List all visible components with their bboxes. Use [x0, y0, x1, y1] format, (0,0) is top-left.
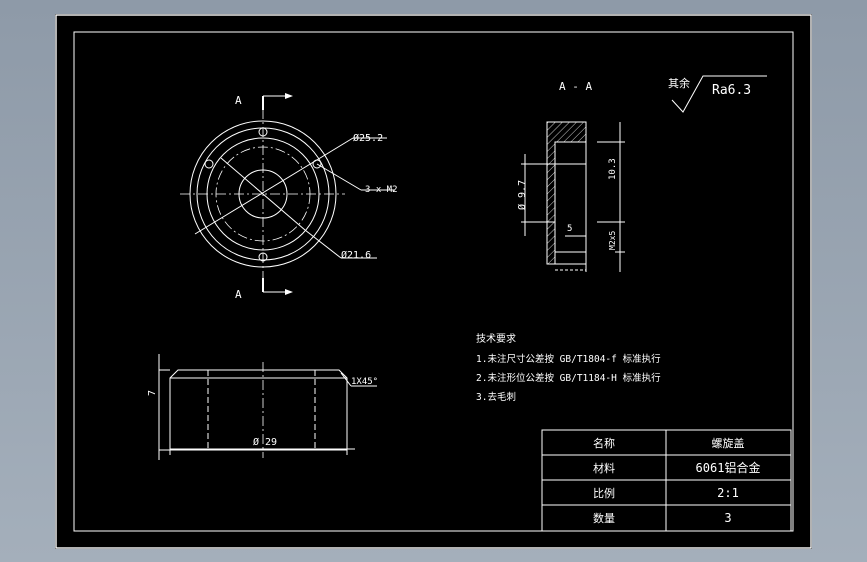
- inner-diameter-dim: Ø21.6: [341, 249, 371, 261]
- step-dim: 5: [567, 224, 572, 234]
- inner-border: [73, 31, 794, 532]
- section-label-top: A: [235, 94, 242, 107]
- chamfer-dim: 1X45°: [351, 377, 378, 387]
- title-label-quantity: 数量: [593, 512, 615, 525]
- outer-border: [55, 14, 812, 549]
- hole-callout: 3 x M2: [365, 185, 398, 195]
- roughness-value: Ra6.3: [712, 83, 751, 98]
- base-diameter-dim: Ø 29: [253, 436, 277, 448]
- title-block: [541, 429, 792, 532]
- title-value-quantity: 3: [724, 511, 731, 525]
- drawing-canvas: A A Ø25.2 Ø21.6 3 x M2 A - A Ø 9.7 10.3 …: [55, 14, 812, 549]
- tech-item-3: 3.去毛刺: [476, 391, 516, 403]
- title-value-name: 螺旋盖: [712, 436, 745, 450]
- title-label-name: 名称: [593, 436, 615, 450]
- tech-title: 技术要求: [476, 332, 516, 345]
- title-value-material: 6061铝合金: [696, 460, 761, 475]
- title-value-scale: 2:1: [717, 486, 739, 500]
- title-label-material: 材料: [593, 461, 615, 475]
- section-view: [521, 121, 625, 272]
- front-view: [180, 93, 395, 295]
- drawing-sheet: A A Ø25.2 Ø21.6 3 x M2 A - A Ø 9.7 10.3 …: [55, 14, 812, 549]
- roughness-prefix: 其余: [668, 76, 690, 90]
- side-view: [158, 354, 377, 460]
- title-label-scale: 比例: [593, 486, 615, 500]
- tech-item-1: 1.未注尺寸公差按 GB/T1804-f 标准执行: [476, 353, 661, 365]
- section-title: A - A: [559, 80, 592, 93]
- outer-diameter-dim: Ø25.2: [353, 132, 383, 144]
- thread-dim: M2x5: [608, 231, 617, 250]
- bore-diameter-dim: Ø 9.7: [516, 180, 528, 210]
- height-dim: 7: [147, 390, 158, 396]
- tech-item-2: 2.未注形位公差按 GB/T1184-H 标准执行: [476, 372, 661, 384]
- section-label-bottom: A: [235, 288, 242, 301]
- roughness-symbol: [671, 75, 767, 113]
- depth-dim: 10.3: [608, 158, 618, 180]
